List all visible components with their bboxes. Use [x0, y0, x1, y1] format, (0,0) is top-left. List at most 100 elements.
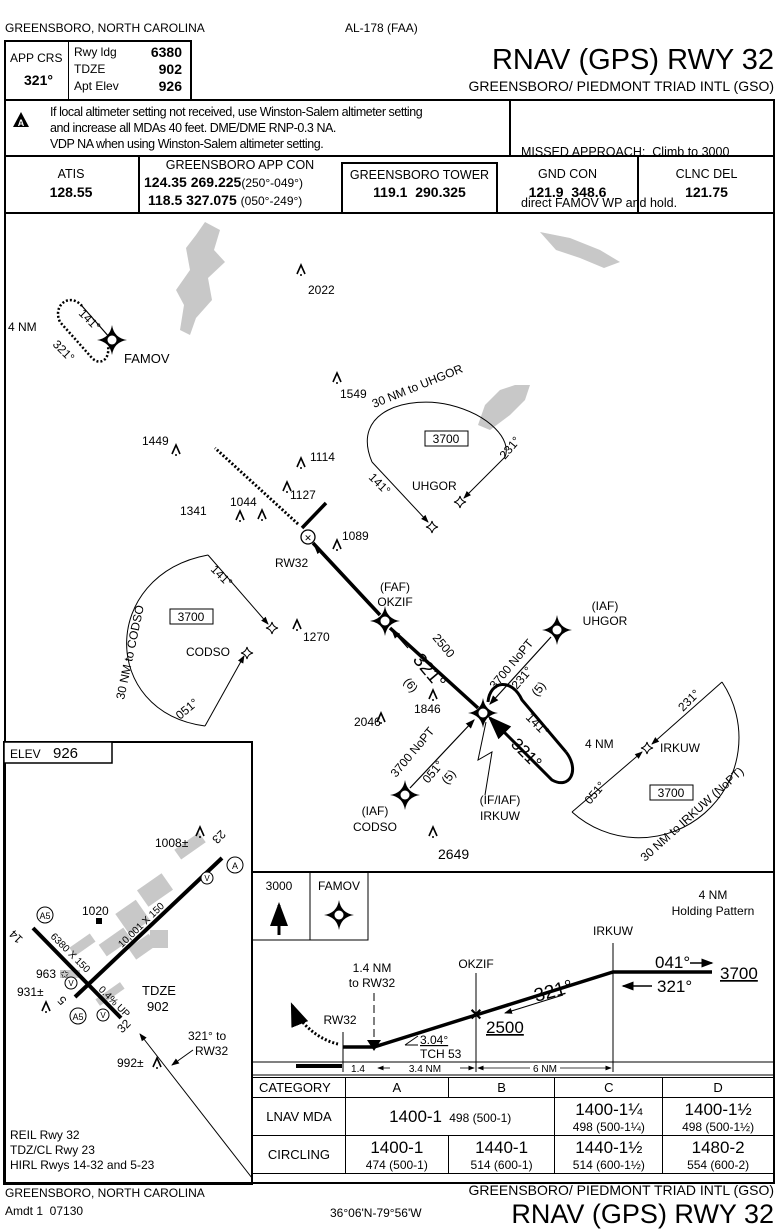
svg-text:6 NM: 6 NM — [533, 1064, 557, 1075]
svg-text:✕: ✕ — [304, 533, 312, 543]
svg-text:041°: 041° — [655, 953, 690, 972]
clnc-label: CLNC DEL — [675, 167, 738, 181]
svg-text:OKZIF: OKZIF — [377, 595, 412, 609]
svg-text:CODSO: CODSO — [186, 645, 230, 659]
svg-text:1270: 1270 — [303, 630, 330, 644]
famov-hold: 4 NM 141° 321° FAMOV — [8, 298, 170, 366]
svg-text:321°: 321° — [532, 976, 575, 1006]
svg-text:1846: 1846 — [414, 702, 441, 716]
svg-text:(IAF): (IAF) — [592, 599, 619, 613]
svg-text:30 NM to IRKUW (NoPT): 30 NM to IRKUW (NoPT) — [638, 764, 747, 864]
tdze-label: TDZE — [74, 62, 106, 76]
svg-text:1449: 1449 — [142, 434, 169, 448]
circ-a-mda: 1400-1 — [370, 1137, 424, 1157]
svg-text:TCH 53: TCH 53 — [420, 1047, 462, 1061]
svg-text:3.04°: 3.04° — [420, 1033, 448, 1047]
svg-text:1089: 1089 — [342, 529, 369, 543]
apt-elev-label: Apt Elev — [74, 79, 119, 93]
svg-text:1044: 1044 — [230, 495, 257, 509]
note-line: If local altimeter setting not received,… — [50, 105, 423, 119]
col-c: C — [554, 1077, 664, 1098]
final-course — [311, 541, 480, 710]
app-con-label: GREENSBORO APP CON — [165, 158, 315, 172]
briefing-box: APP CRS 321° Rwy ldg TDZE Apt Elev 6380 … — [4, 40, 192, 101]
svg-text:HIRL Rwys 14-32 and 5-23: HIRL Rwys 14-32 and 5-23 — [10, 1158, 155, 1172]
app-freq2: 118.5 327.075 — [148, 192, 237, 208]
svg-text:1549: 1549 — [340, 387, 367, 401]
footer-title: RNAV (GPS) RWY 32 — [511, 1199, 774, 1229]
svg-text:OKZIF: OKZIF — [458, 957, 493, 971]
rw32-label: RW32 — [275, 556, 308, 570]
svg-text:IRKUW: IRKUW — [660, 741, 701, 755]
circ-d-mda: 1480-2 — [691, 1137, 745, 1157]
tower-label: GREENSBORO TOWER — [349, 168, 490, 182]
svg-text:2500: 2500 — [486, 1018, 524, 1037]
vdp-icon — [367, 1040, 381, 1051]
svg-text:RW32: RW32 — [323, 1013, 356, 1027]
svg-text:(5): (5) — [529, 679, 549, 699]
app-crs-label: APP CRS — [10, 51, 63, 65]
footer-amendment: Amdt 1 07130 — [5, 1204, 84, 1218]
apt-elev-value: 926 — [158, 78, 182, 94]
app-sector1: (250°-049°) — [241, 176, 303, 190]
svg-text:(6): (6) — [401, 675, 421, 695]
circ-c-mda: 1440-1½ — [575, 1137, 643, 1157]
obstacle: 1341 — [180, 504, 245, 523]
svg-text:1127: 1127 — [290, 488, 316, 502]
lnav-ab-hat: 498 (500-1) — [449, 1110, 512, 1125]
obstacle: 2022 — [296, 264, 335, 297]
rwy-ldg-label: Rwy ldg — [74, 45, 117, 59]
obstacle: 2649 — [428, 826, 469, 862]
obstacle: 1449 — [142, 434, 181, 457]
svg-text:1008±: 1008± — [155, 836, 189, 850]
svg-text:A: A — [18, 118, 25, 128]
footer-location: GREENSBORO, NORTH CAROLINA — [5, 1186, 205, 1200]
svg-text:2500: 2500 — [430, 631, 458, 661]
chart-frame — [4, 99, 775, 1184]
tdze-value: 902 — [158, 61, 182, 77]
obstacle: 1270 — [292, 619, 330, 644]
taa-codso: 3700 30 NM to CODSO 141° 051° CODSO — [113, 554, 279, 727]
lnav-ab: 1400-1 498 (500-1) — [344, 1097, 556, 1136]
header-location: GREENSBORO, NORTH CAROLINA — [5, 21, 205, 35]
svg-text:3700: 3700 — [433, 432, 460, 446]
svg-text:IRKUW: IRKUW — [593, 924, 634, 938]
svg-text:✕: ✕ — [469, 1007, 482, 1024]
svg-text:30 NM to UHGOR: 30 NM to UHGOR — [370, 361, 465, 410]
svg-text:231°: 231° — [675, 687, 703, 715]
svg-text:V: V — [68, 979, 74, 988]
tower-freq: 119.1 290.325 — [373, 184, 466, 200]
svg-text:1020: 1020 — [82, 904, 109, 918]
lnav-c-hat: 498 (500-1¼) — [572, 1119, 645, 1134]
svg-text:(FAF): (FAF) — [380, 580, 410, 594]
obstacle: 1089 — [332, 529, 369, 552]
svg-text:051°: 051° — [582, 779, 609, 807]
gnd-label: GND CON — [537, 167, 598, 181]
svg-text:1114: 1114 — [310, 450, 335, 464]
svg-text:3700: 3700 — [720, 964, 758, 983]
svg-text:TDZE: TDZE — [142, 983, 176, 998]
app-freq1: 124.35 269.225 — [144, 174, 242, 190]
gnd-freq: 121.9 348.6 — [528, 184, 607, 200]
missed-line: MISSED APPROACH: Climb to 3000 — [521, 145, 730, 159]
svg-text:141°: 141° — [366, 470, 394, 498]
rwy-ldg-value: 6380 — [150, 44, 182, 60]
svg-text:963: 963 — [36, 967, 56, 981]
circ-c-hat: 514 (600-1½) — [572, 1157, 645, 1172]
svg-text:902: 902 — [147, 999, 169, 1014]
famov-waypoint-icon — [324, 900, 354, 930]
svg-text:23: 23 — [209, 827, 229, 847]
circ-b-hat: 514 (600-1) — [470, 1157, 533, 1172]
svg-text:3.4 NM: 3.4 NM — [409, 1064, 441, 1075]
lnav-ab-mda: 1400-1 — [389, 1106, 443, 1126]
svg-text:UHGOR: UHGOR — [412, 479, 457, 493]
svg-text:V: V — [100, 1011, 106, 1020]
svg-text:4 NM: 4 NM — [699, 888, 728, 902]
lnav-d-mda: 1400-1½ — [684, 1099, 752, 1119]
alternate-minimums-triangle-icon: A — [13, 112, 29, 128]
lnav-c-mda: 1400-1¼ — [575, 1099, 643, 1119]
